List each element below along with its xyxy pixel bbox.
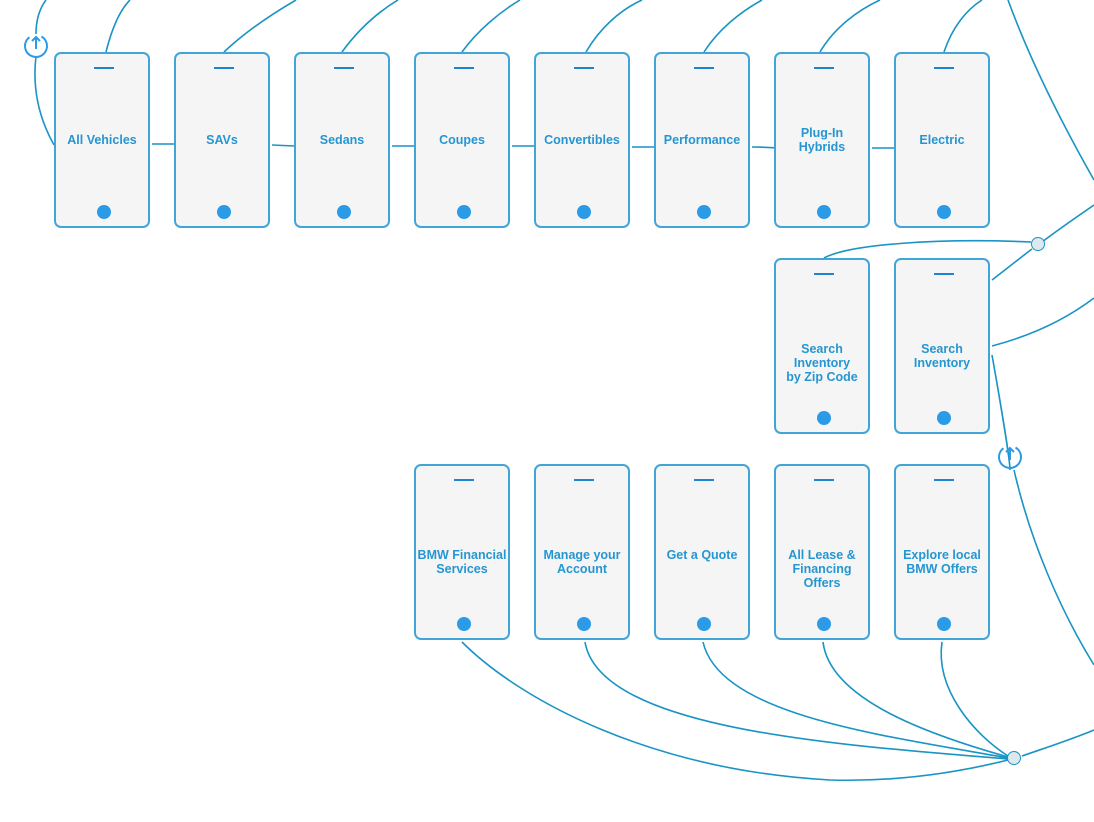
screen-performance[interactable]: Performance xyxy=(654,52,750,228)
screen-label: All Lease & Financing Offers xyxy=(788,548,856,590)
connector xyxy=(703,0,763,53)
screen-convertibles[interactable]: Convertibles xyxy=(534,52,630,228)
screen-lease-financing-offers[interactable]: All Lease & Financing Offers xyxy=(774,464,870,640)
home-button-icon xyxy=(697,617,711,631)
screen-label: SAVs xyxy=(206,133,238,147)
screen-coupes[interactable]: Coupes xyxy=(414,52,510,228)
connector xyxy=(1037,204,1094,246)
screen-label: All Vehicles xyxy=(67,133,137,147)
screen-all-vehicles[interactable]: All Vehicles xyxy=(54,52,150,228)
screen-sedans[interactable]: Sedans xyxy=(294,52,390,228)
screen-label: Manage your Account xyxy=(543,548,621,576)
power-start-icon[interactable] xyxy=(22,32,50,60)
speaker-icon xyxy=(454,479,474,481)
speaker-icon xyxy=(694,67,714,69)
connector xyxy=(223,0,297,53)
screen-get-a-quote[interactable]: Get a Quote xyxy=(654,464,750,640)
home-button-icon xyxy=(457,617,471,631)
connector xyxy=(819,0,881,53)
connector xyxy=(105,0,131,53)
speaker-icon xyxy=(214,67,234,69)
connector xyxy=(585,0,643,53)
speaker-icon xyxy=(814,479,834,481)
home-button-icon xyxy=(577,617,591,631)
home-button-icon xyxy=(697,205,711,219)
connector xyxy=(341,0,399,53)
home-button-icon xyxy=(937,205,951,219)
home-button-icon xyxy=(577,205,591,219)
screen-label: Search Inventory xyxy=(913,342,971,370)
speaker-icon xyxy=(934,67,954,69)
speaker-icon xyxy=(934,273,954,275)
screen-label: Search Inventory by Zip Code xyxy=(786,342,858,384)
home-button-icon xyxy=(457,205,471,219)
connector xyxy=(271,144,295,147)
connector xyxy=(584,641,1009,760)
connector xyxy=(461,0,521,53)
speaker-icon xyxy=(574,479,594,481)
home-button-icon xyxy=(937,411,951,425)
home-button-icon xyxy=(97,205,111,219)
speaker-icon xyxy=(694,479,714,481)
connector xyxy=(823,239,1032,259)
screen-electric[interactable]: Electric xyxy=(894,52,990,228)
junction-node xyxy=(1007,751,1021,765)
screen-search-inventory-by-zip[interactable]: Search Inventory by Zip Code xyxy=(774,258,870,434)
connector xyxy=(461,641,1009,782)
screen-plug-in-hybrids[interactable]: Plug-In Hybrids xyxy=(774,52,870,228)
speaker-icon xyxy=(934,479,954,481)
connector xyxy=(822,641,1009,758)
speaker-icon xyxy=(334,67,354,69)
connector xyxy=(991,354,1011,471)
screen-bmw-financial-services[interactable]: BMW Financial Services xyxy=(414,464,510,640)
connector xyxy=(991,248,1033,281)
connector xyxy=(991,297,1094,347)
screen-label: Plug-In Hybrids xyxy=(798,126,846,154)
screen-label: Get a Quote xyxy=(666,548,738,562)
connector xyxy=(1013,469,1094,666)
screen-label: Coupes xyxy=(439,133,485,147)
screen-savs[interactable]: SAVs xyxy=(174,52,270,228)
screen-label: Performance xyxy=(663,133,741,147)
screen-label: BMW Financial Services xyxy=(417,548,507,576)
screen-explore-local-offers[interactable]: Explore local BMW Offers xyxy=(894,464,990,640)
speaker-icon xyxy=(814,67,834,69)
speaker-icon xyxy=(574,67,594,69)
screen-label: Explore local BMW Offers xyxy=(903,548,981,576)
connector xyxy=(35,0,47,35)
connector xyxy=(702,641,1009,759)
screen-label: Sedans xyxy=(319,133,365,147)
connector xyxy=(34,55,55,146)
speaker-icon xyxy=(454,67,474,69)
speaker-icon xyxy=(814,273,834,275)
home-button-icon xyxy=(817,205,831,219)
connector xyxy=(943,0,983,53)
power-start-icon[interactable] xyxy=(996,443,1024,471)
connector xyxy=(1021,729,1094,757)
home-button-icon xyxy=(337,205,351,219)
screen-label: Electric xyxy=(919,133,965,147)
home-button-icon xyxy=(817,411,831,425)
home-button-icon xyxy=(817,617,831,631)
connector xyxy=(1007,0,1094,181)
screen-label: Convertibles xyxy=(544,133,620,147)
screen-manage-account[interactable]: Manage your Account xyxy=(534,464,630,640)
speaker-icon xyxy=(94,67,114,69)
home-button-icon xyxy=(937,617,951,631)
screen-search-inventory[interactable]: Search Inventory xyxy=(894,258,990,434)
junction-node xyxy=(1031,237,1045,251)
home-button-icon xyxy=(217,205,231,219)
connector xyxy=(940,641,1009,757)
